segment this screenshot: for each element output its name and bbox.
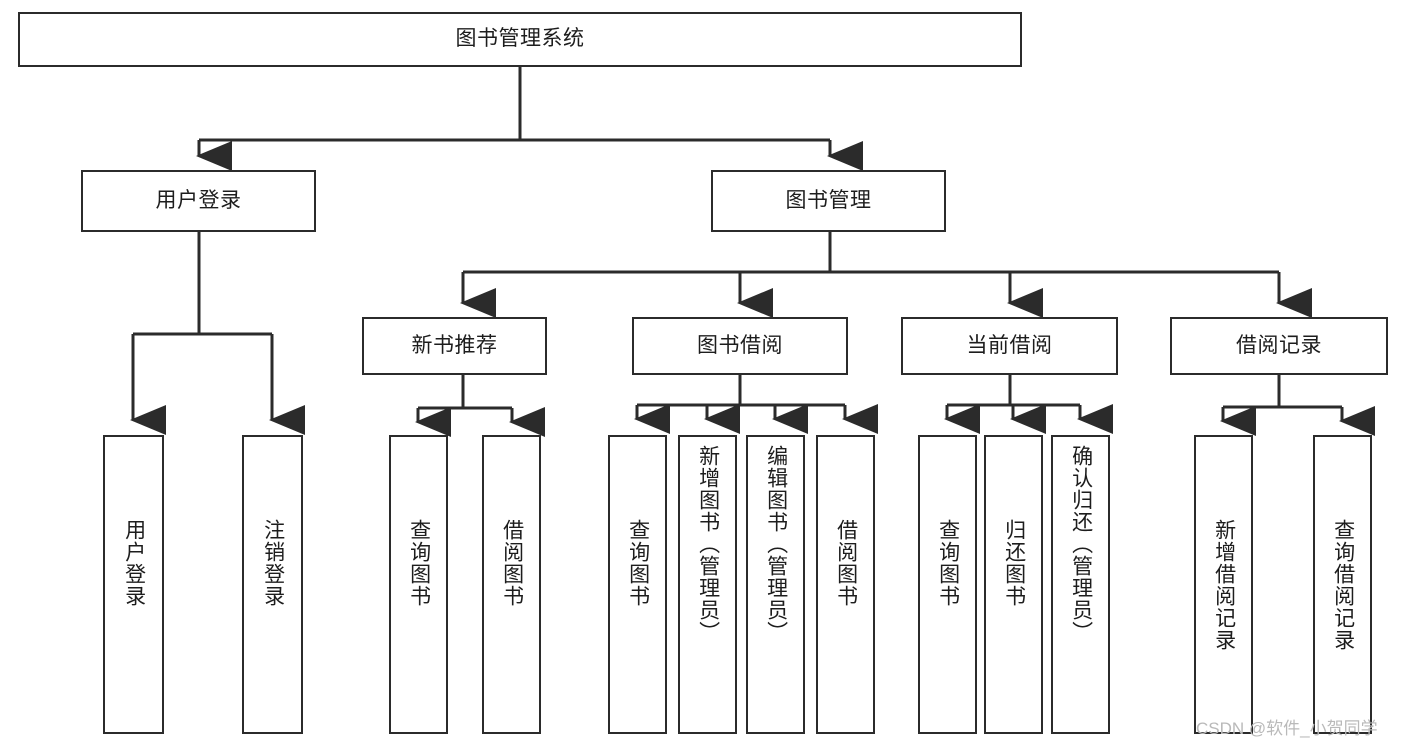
leaf-current-return-book[interactable]: 归还图书	[984, 435, 1043, 734]
node-label: 查询图书	[407, 519, 431, 607]
node-label: 查询图书	[626, 519, 650, 607]
node-label: 新书推荐	[411, 333, 498, 357]
leaf-borrow-query-book[interactable]: 查询图书	[608, 435, 667, 734]
node-current-borrow[interactable]: 当前借阅	[901, 317, 1118, 375]
node-label: 借阅图书	[834, 519, 858, 607]
node-label: 借阅图书	[500, 519, 524, 607]
node-label: 新增借阅记录	[1212, 519, 1236, 651]
leaf-records-query-record[interactable]: 查询借阅记录	[1313, 435, 1372, 734]
node-borrow-records[interactable]: 借阅记录	[1170, 317, 1388, 375]
node-book-borrow[interactable]: 图书借阅	[632, 317, 848, 375]
node-root-system[interactable]: 图书管理系统	[18, 12, 1022, 67]
leaf-user-login-login[interactable]: 用户登录	[103, 435, 164, 734]
node-label: 图书管理系统	[455, 27, 585, 51]
leaf-recommend-query-book[interactable]: 查询图书	[389, 435, 448, 734]
node-new-book-recommend[interactable]: 新书推荐	[362, 317, 547, 375]
node-label: 归还图书	[1002, 519, 1026, 607]
leaf-current-confirm-return-admin[interactable]: 确认归还（管理员）	[1051, 435, 1110, 734]
node-book-management[interactable]: 图书管理	[711, 170, 946, 232]
node-label: 编辑图书（管理员）	[764, 445, 788, 643]
watermark-text: CSDN @软件_小贺同学	[1196, 719, 1378, 738]
node-label: 用户登录	[155, 188, 242, 212]
node-label: 注销登录	[261, 519, 285, 607]
leaf-borrow-edit-book-admin[interactable]: 编辑图书（管理员）	[746, 435, 805, 734]
leaf-current-query-book[interactable]: 查询图书	[918, 435, 977, 734]
node-user-login[interactable]: 用户登录	[81, 170, 316, 232]
node-label: 查询借阅记录	[1331, 519, 1355, 651]
node-label: 当前借阅	[966, 333, 1053, 357]
node-label: 图书管理	[785, 188, 872, 212]
node-label: 新增图书（管理员）	[696, 445, 720, 643]
node-label: 确认归还（管理员）	[1069, 445, 1093, 643]
node-label: 查询图书	[936, 519, 960, 607]
node-label: 用户登录	[122, 519, 146, 607]
leaf-borrow-borrow-book[interactable]: 借阅图书	[816, 435, 875, 734]
node-label: 借阅记录	[1236, 333, 1322, 357]
leaf-records-add-record[interactable]: 新增借阅记录	[1194, 435, 1253, 734]
leaf-user-login-logout[interactable]: 注销登录	[242, 435, 303, 734]
leaf-recommend-borrow-book[interactable]: 借阅图书	[482, 435, 541, 734]
leaf-borrow-add-book-admin[interactable]: 新增图书（管理员）	[678, 435, 737, 734]
node-label: 图书借阅	[697, 333, 783, 357]
